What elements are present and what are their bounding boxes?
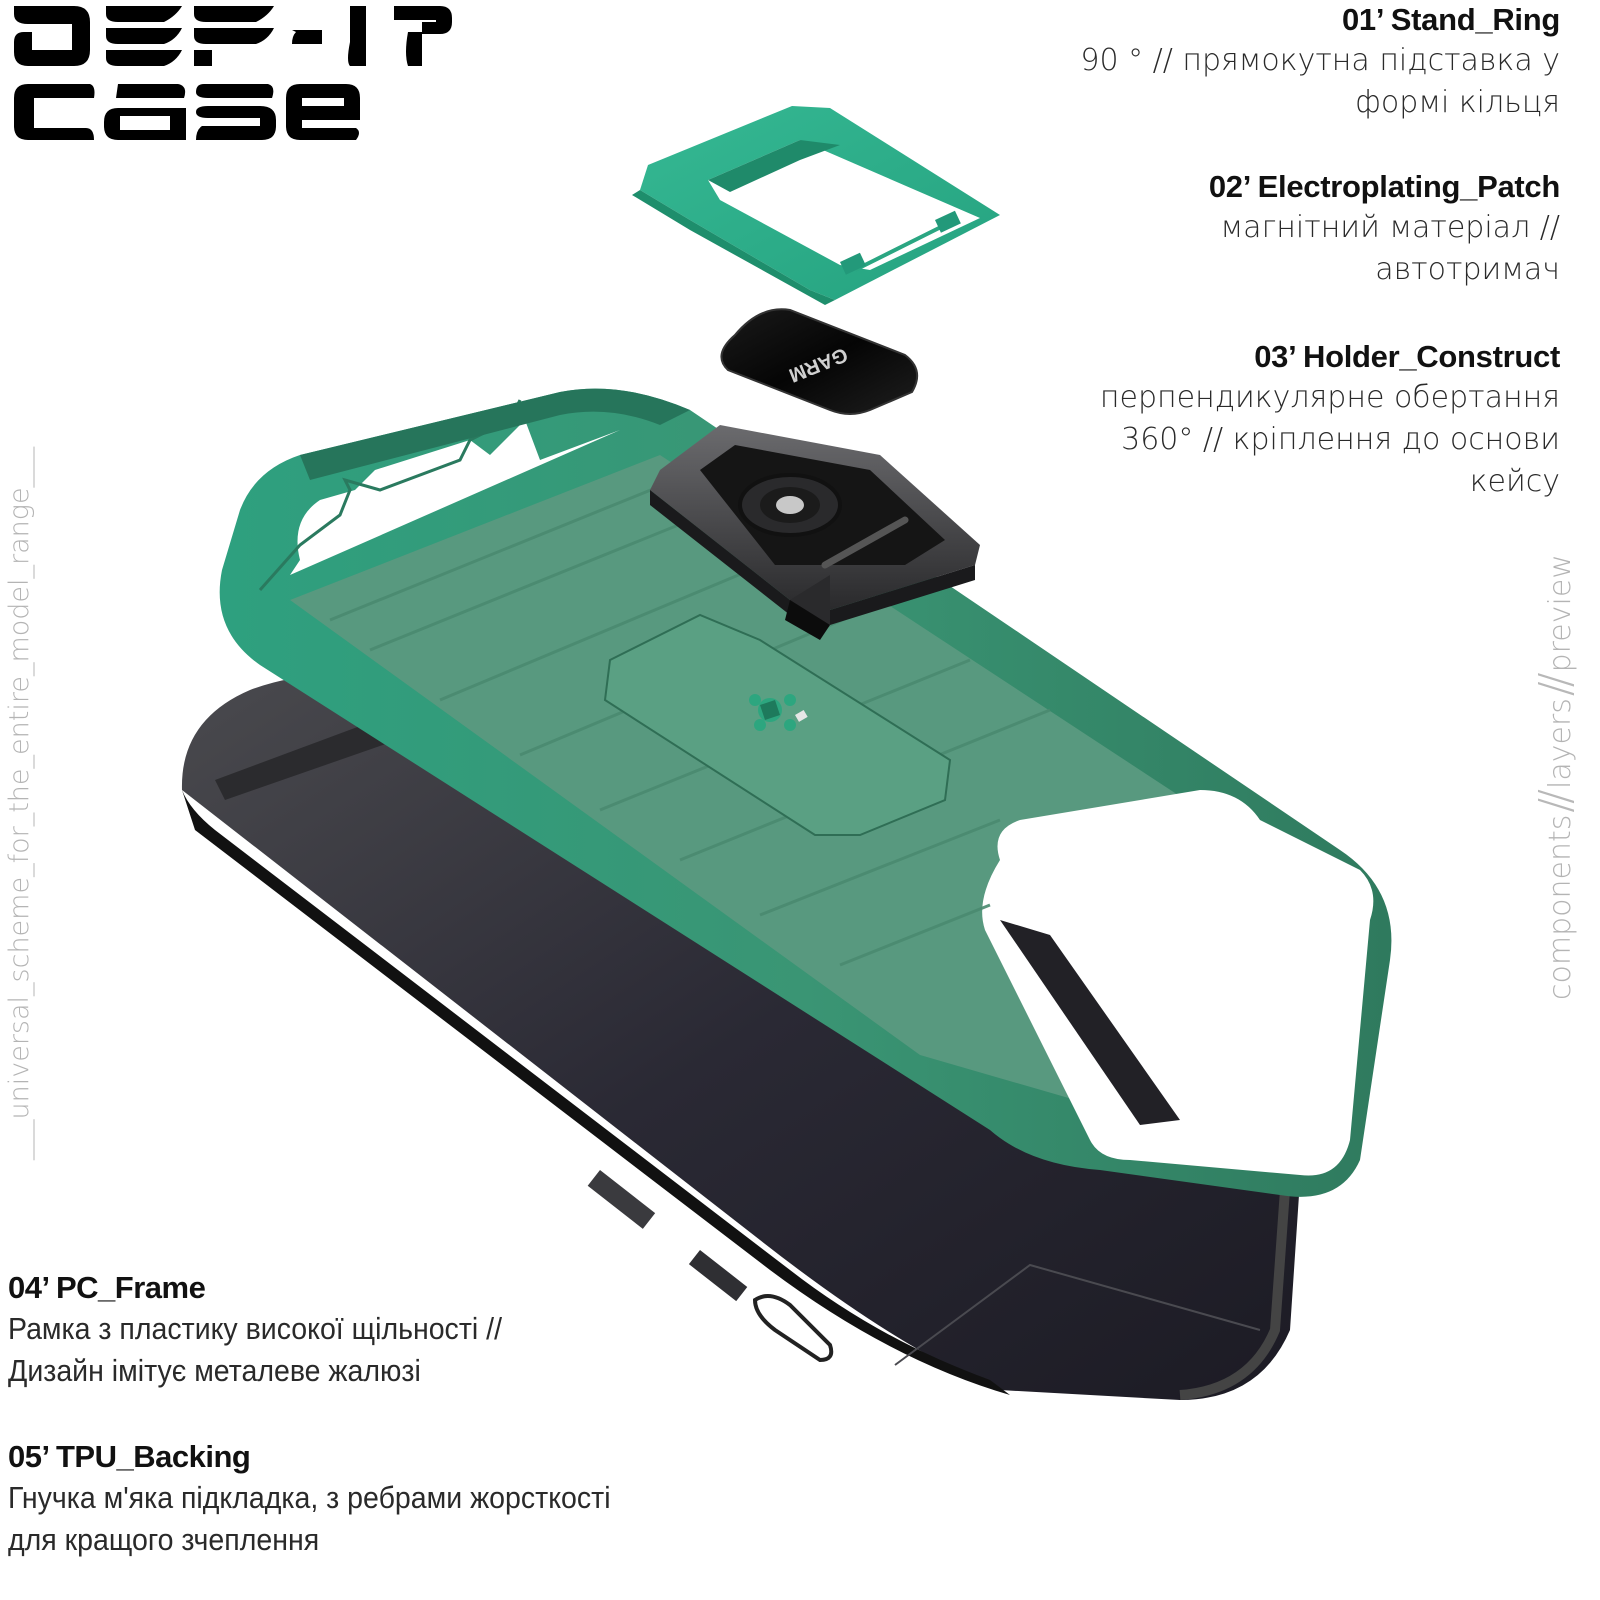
caption-part: components bbox=[1543, 814, 1578, 1000]
component-description-line: для кращого зчеплення bbox=[8, 1522, 320, 1557]
caption-separator: // bbox=[1530, 794, 1581, 813]
component-description-line: Рамка з пластику високої щільності // bbox=[8, 1311, 502, 1346]
electroplating-patch-shape: GARM bbox=[720, 308, 919, 415]
component-description-line: кейсу bbox=[1469, 464, 1560, 499]
component-description-line: перпендикулярне обертання bbox=[1099, 380, 1560, 415]
caption-part: layers bbox=[1543, 698, 1578, 789]
screw-cluster bbox=[749, 694, 808, 731]
caption-part: preview bbox=[1543, 554, 1578, 673]
component-heading: 03’ Holder_Construct bbox=[1254, 339, 1560, 374]
pc-frame-shape bbox=[219, 388, 1392, 1197]
component-heading: 04’ PC_Frame bbox=[8, 1270, 206, 1305]
component-heading: 01’ Stand_Ring bbox=[1341, 2, 1560, 37]
component-heading: 05’ TPU_Backing bbox=[8, 1439, 251, 1474]
component-description-line: автотримач bbox=[1375, 252, 1560, 287]
stand-ring-shape bbox=[632, 106, 1000, 305]
side-caption-right: components//layers//preview bbox=[1530, 554, 1581, 1000]
component-label-04: 04’ PC_Frame Рамка з пластику високої щі… bbox=[8, 1268, 545, 1392]
component-description-line: 360° // кріплення до основи bbox=[1121, 422, 1560, 457]
tpu-backing-shape bbox=[181, 675, 1300, 1400]
component-description-line: Гнучка м'яка підкладка, з ребрами жорстк… bbox=[8, 1480, 611, 1515]
component-description-line: формі кільця bbox=[1355, 85, 1560, 120]
holder-construct-shape bbox=[650, 425, 980, 640]
component-label-03: 03’ Holder_Construct перпендикулярне обе… bbox=[1100, 337, 1560, 503]
caption-separator: // bbox=[1530, 678, 1581, 697]
component-description-line: 90 ° // прямокутна підставка у bbox=[1080, 43, 1560, 78]
component-description-line: Дизайн імітує металеве жалюзі bbox=[8, 1353, 421, 1388]
component-label-05: 05’ TPU_Backing Гнучка м'яка підкладка, … bbox=[8, 1437, 663, 1561]
product-title-logo: DEF-17 bbox=[14, 6, 452, 140]
component-heading: 02’ Electroplating_Patch bbox=[1208, 169, 1560, 204]
component-label-02: 02’ Electroplating_Patch магнітний матер… bbox=[1209, 167, 1560, 291]
component-description-line: магнітний матеріал // bbox=[1220, 210, 1560, 245]
component-label-01: 01’ Stand_Ring 90 ° // прямокутна підста… bbox=[1080, 0, 1560, 124]
side-caption-left: ___universal_scheme_for_the_entire_model… bbox=[4, 446, 35, 1160]
